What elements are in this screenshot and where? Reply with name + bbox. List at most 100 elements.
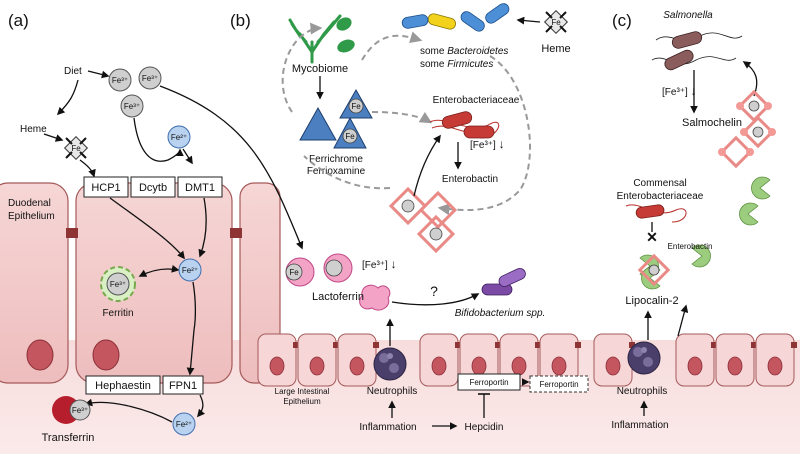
panel-label-c: (c) — [612, 11, 632, 30]
nucleus — [26, 339, 54, 371]
tight-junction — [373, 342, 379, 348]
commensal-enterobacteriaceae-icon — [625, 204, 687, 223]
tight-junction — [751, 342, 757, 348]
commensal-bacteria-icons — [401, 3, 510, 32]
neutrophils-label-b: Neutrophils — [367, 386, 418, 397]
arrow — [87, 70, 110, 79]
svg-text:Fe³⁺: Fe³⁺ — [72, 406, 88, 415]
tight-junction — [293, 342, 299, 348]
nucleus — [767, 356, 783, 376]
svg-text:Fe²⁺: Fe²⁺ — [182, 266, 198, 275]
bacteroidetes-label: some Bacteroidetes — [420, 46, 508, 57]
inflammation-label-b: Inflammation — [359, 422, 416, 433]
ferroportin-box: Ferroportin — [457, 373, 521, 391]
nucleus — [605, 356, 621, 376]
nucleus — [471, 356, 487, 376]
firmicutes-label: some Firmicutes — [420, 59, 493, 70]
fe3-low-label: [Fe³⁺] ↓ — [470, 137, 505, 151]
svg-text:DMT1: DMT1 — [185, 182, 215, 194]
dashed-arrow — [361, 31, 423, 61]
nucleus — [349, 356, 365, 376]
duodenal-label: Duodenal — [8, 198, 51, 209]
large-epithelium-label: Epithelium — [283, 397, 321, 406]
nucleus — [269, 356, 285, 376]
svg-text:Fe²⁺: Fe²⁺ — [171, 133, 187, 142]
tight-junction — [791, 342, 797, 348]
svg-text:Fe: Fe — [551, 18, 561, 27]
ferrichrome-label: Ferrichrome — [309, 154, 363, 165]
fe3-ion: Fe³⁺ — [108, 68, 132, 92]
arrow-to-lactoferrin — [159, 85, 304, 250]
tight-junction — [455, 342, 461, 348]
tight-junction — [495, 342, 501, 348]
svg-text:Dcytb: Dcytb — [139, 182, 167, 194]
arrow — [198, 197, 207, 258]
lipocalin-enterobactin-complex — [637, 253, 671, 287]
large-intestinal-epithelium — [257, 333, 797, 387]
tight-junction — [711, 342, 717, 348]
svg-text:Fe: Fe — [351, 102, 361, 111]
lactoferrin-label: Lactoferrin — [312, 291, 364, 303]
nucleus — [309, 356, 325, 376]
bifidobacterium-icon — [481, 267, 526, 296]
svg-text:Fe: Fe — [289, 268, 299, 277]
nucleus — [687, 356, 703, 376]
duodenal-epithelium — [0, 182, 281, 384]
mycobiome-label: Mycobiome — [292, 63, 348, 75]
dmt1-transporter: DMT1 — [177, 176, 223, 198]
arrow — [516, 16, 541, 25]
arrow — [109, 197, 185, 260]
svg-text:Fe³⁺: Fe³⁺ — [110, 280, 126, 289]
lactoferrin: Fe — [285, 253, 391, 311]
arrow — [413, 134, 441, 197]
dashed-arrow — [303, 155, 391, 190]
panel-label-a: (a) — [8, 11, 29, 30]
heme-icon: Fe — [63, 135, 89, 161]
nucleus — [431, 356, 447, 376]
arrow — [84, 398, 173, 423]
lipocalin-label: Lipocalin-2 — [625, 295, 678, 307]
dcytb-transporter: Dcytb — [130, 176, 176, 198]
heme-label-b: Heme — [541, 43, 570, 55]
tight-junction — [230, 228, 242, 238]
arrow — [391, 293, 480, 306]
diet-label: Diet — [64, 66, 82, 77]
tight-junction — [535, 342, 541, 348]
svg-text:Fe: Fe — [71, 144, 81, 153]
heme-label-a: Heme — [20, 124, 47, 135]
tight-junction — [575, 342, 581, 348]
enterobacteriaceae-label: Enterobacteriaceae — [433, 95, 520, 106]
tight-junction — [66, 228, 78, 238]
salmochelin-label: Salmochelin — [682, 117, 742, 129]
arrow — [182, 148, 193, 165]
lipocalin-2-icons — [639, 176, 771, 290]
arrow — [79, 159, 96, 178]
commensal-label: Enterobacteriaceae — [617, 191, 704, 202]
svg-text:Fe³⁺: Fe³⁺ — [112, 76, 128, 85]
blocked-x-icon: ✕ — [646, 229, 658, 245]
large-epithelium-label: Large Intestinal — [275, 387, 330, 396]
svg-text:Fe³⁺: Fe³⁺ — [124, 102, 140, 111]
svg-text:Ferroportin: Ferroportin — [539, 380, 578, 389]
ferroportin-degraded-box: Ferroportin — [529, 375, 589, 393]
fe3-ion: Fe³⁺ — [120, 94, 144, 118]
panel-label-b: (b) — [230, 11, 251, 30]
nucleus — [92, 339, 120, 371]
tight-junction — [333, 342, 339, 348]
arrow — [197, 394, 205, 418]
commensal-label: Commensal — [633, 178, 686, 189]
enterobactin-label: Enterobactin — [442, 174, 498, 185]
transferrin: Fe³⁺ — [52, 396, 91, 424]
double-arrow — [138, 264, 180, 277]
svg-text:Ferroportin: Ferroportin — [469, 378, 508, 387]
inflammation-label-c: Inflammation — [611, 420, 668, 431]
fe3-low-label-c: [Fe³⁺] ↓ — [662, 84, 697, 98]
question-mark: ? — [430, 283, 438, 299]
arrow — [133, 117, 184, 162]
tight-junction — [629, 342, 635, 348]
ferritin-label: Ferritin — [102, 308, 133, 319]
arrow — [56, 79, 79, 116]
dashed-arrow — [371, 111, 433, 124]
fe2-ion: Fe²⁺ — [172, 412, 196, 436]
